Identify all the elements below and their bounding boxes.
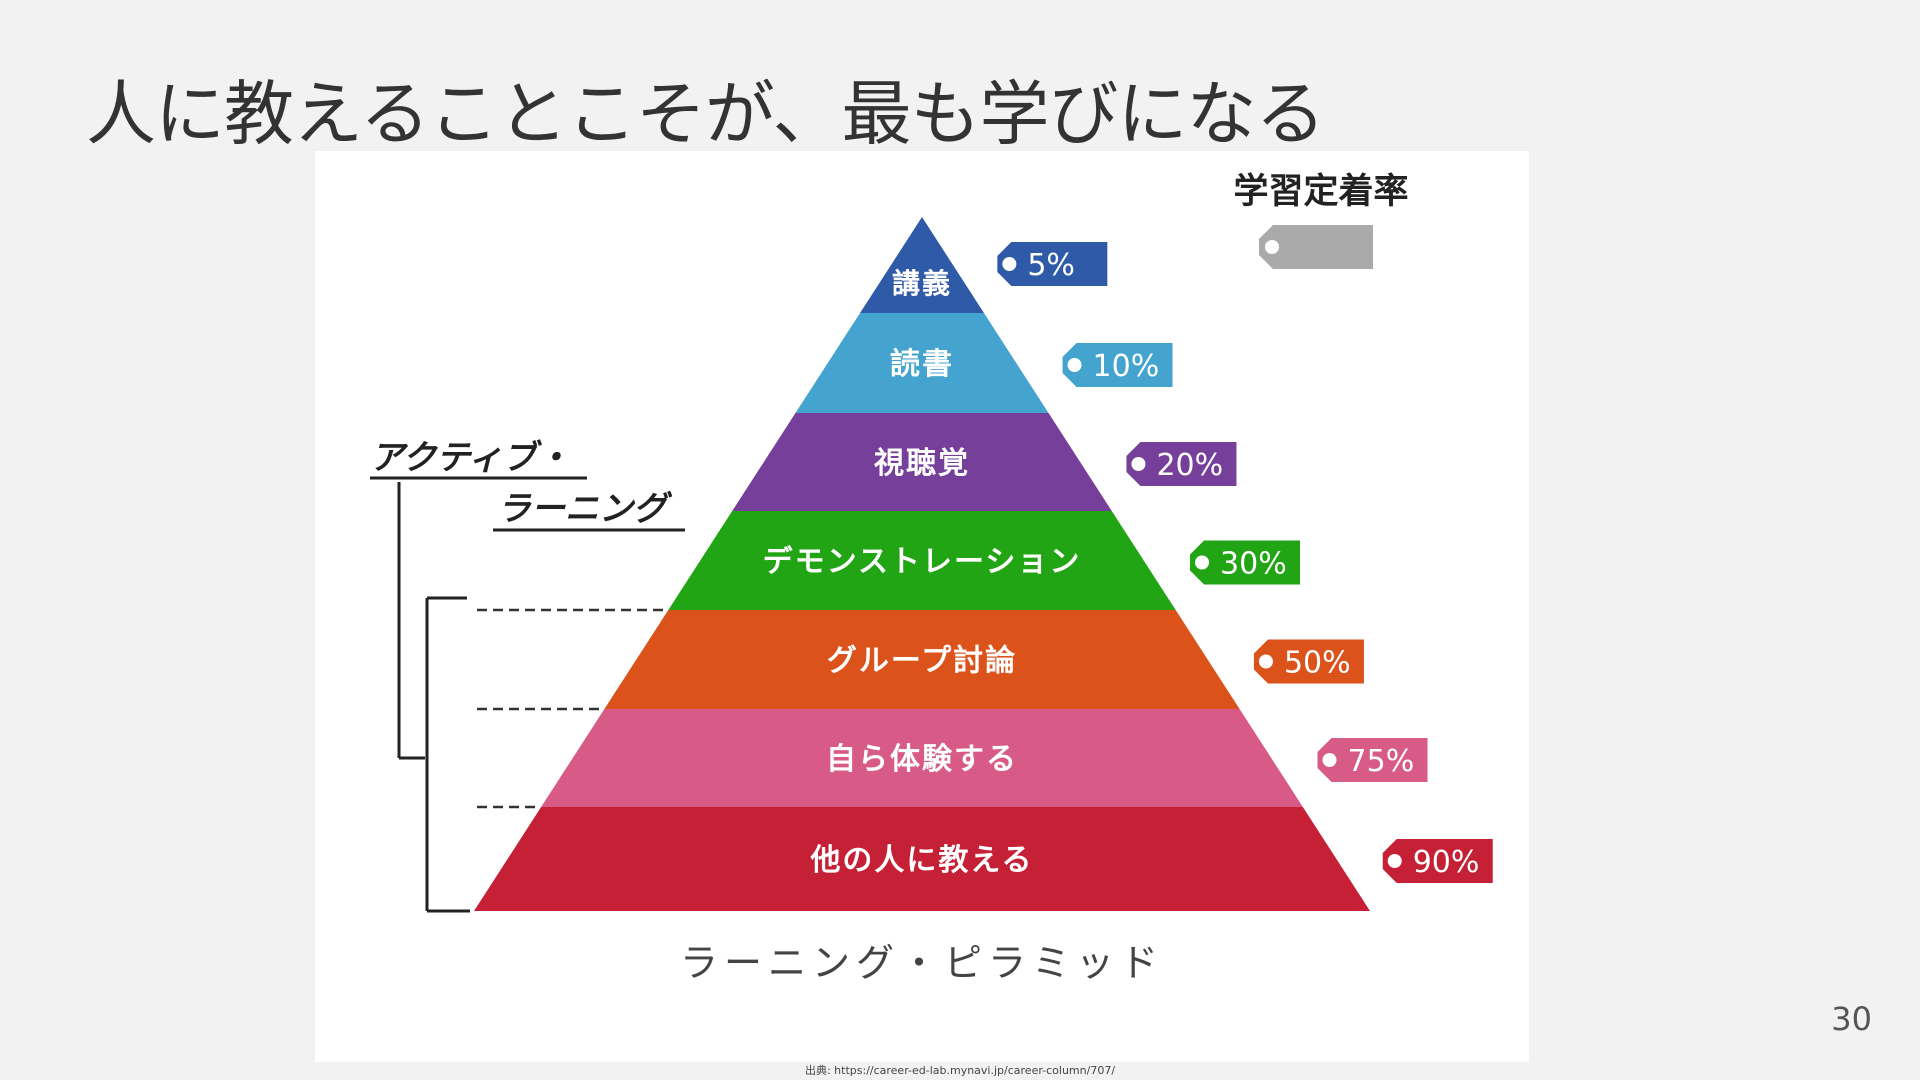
rate-tag-hole-1 [1002, 257, 1017, 271]
pyramid-level-label-5: グループ討論 [827, 644, 1017, 679]
rate-tag-shape-4 [1190, 540, 1301, 585]
rate-tag-shape-3 [1126, 442, 1237, 486]
slide-title: 人に教えることこそが、最も学びになる [86, 73, 1325, 155]
pyramid-level-label-7: 他の人に教える [809, 843, 1033, 878]
pyramid-level-1 [860, 217, 984, 313]
rate-tag-value-4: 30% [1220, 547, 1287, 582]
rate-tag-hole-7 [1387, 854, 1402, 868]
rate-tag-1: 5% [997, 242, 1108, 286]
rate-tag-shape-2 [1062, 343, 1173, 387]
pyramid-caption: ラーニング・ピラミッド [680, 941, 1164, 985]
page-number: 30 [1831, 1000, 1872, 1038]
learning-pyramid-figure: 学習定着率 アクティブ・ ラーニング 講義読書視聴覚デモンストレーショングループ… [315, 151, 1529, 1062]
pyramid-level-label-4: デモンストレーション [763, 545, 1082, 580]
rate-tag-value-7: 90% [1413, 845, 1480, 880]
rate-tag-7: 90% [1382, 839, 1493, 883]
rate-tag-shape-7 [1382, 839, 1493, 883]
rate-tag-2: 10% [1062, 343, 1173, 387]
rate-tag-5: 50% [1253, 639, 1364, 684]
pyramid-level-label-6: 自ら体験する [826, 742, 1018, 777]
rate-tag-shape-6 [1317, 738, 1428, 782]
rate-tag-4: 30% [1190, 540, 1301, 585]
bracket-label-line1: アクティブ・ [370, 438, 570, 478]
rate-tags: 5% 10% 20% 30% 50% 75% 90% [997, 242, 1493, 883]
rate-tag-3: 20% [1126, 442, 1237, 486]
rate-tag-value-3: 20% [1156, 448, 1223, 483]
pyramid-level-4 [668, 511, 1176, 610]
rate-tag-value-6: 75% [1348, 744, 1415, 779]
rate-tag-6: 75% [1317, 738, 1428, 782]
source-citation: 出典: https://career-ed-lab.mynavi.jp/care… [804, 1064, 1116, 1077]
rate-tag-shape-5 [1253, 639, 1364, 684]
pyramid-level-label-2: 読書 [890, 347, 954, 382]
rate-tag-hole-4 [1195, 555, 1210, 570]
active-learning-bracket [397, 482, 470, 913]
dashed-guides [477, 608, 669, 809]
rate-tag-hole-2 [1067, 358, 1082, 372]
rate-tag-value-1: 5% [1027, 248, 1075, 283]
bracket-label-line2: ラーニング [497, 489, 673, 529]
learning-pyramid-svg: 学習定着率 アクティブ・ ラーニング 講義読書視聴覚デモンストレーショングループ… [370, 171, 1493, 985]
pyramid-level-3 [732, 413, 1112, 511]
legend-tag [1259, 225, 1373, 269]
rate-tag-hole-3 [1131, 457, 1146, 471]
legend-title: 学習定着率 [1233, 171, 1408, 212]
pyramid-level-6 [541, 709, 1303, 807]
rate-tag-hole-5 [1258, 654, 1273, 669]
rate-tag-value-5: 50% [1284, 646, 1351, 681]
pyramid-level-5 [604, 610, 1240, 709]
rate-tag-value-2: 10% [1093, 349, 1160, 384]
rate-tag-shape-1 [997, 242, 1108, 286]
pyramid-level-2 [795, 313, 1049, 413]
pyramid-level-label-1: 講義 [892, 267, 952, 300]
rate-tag-hole-6 [1322, 753, 1337, 767]
pyramid-level-7 [474, 807, 1370, 911]
pyramid-level-label-3: 視聴覚 [874, 446, 970, 481]
